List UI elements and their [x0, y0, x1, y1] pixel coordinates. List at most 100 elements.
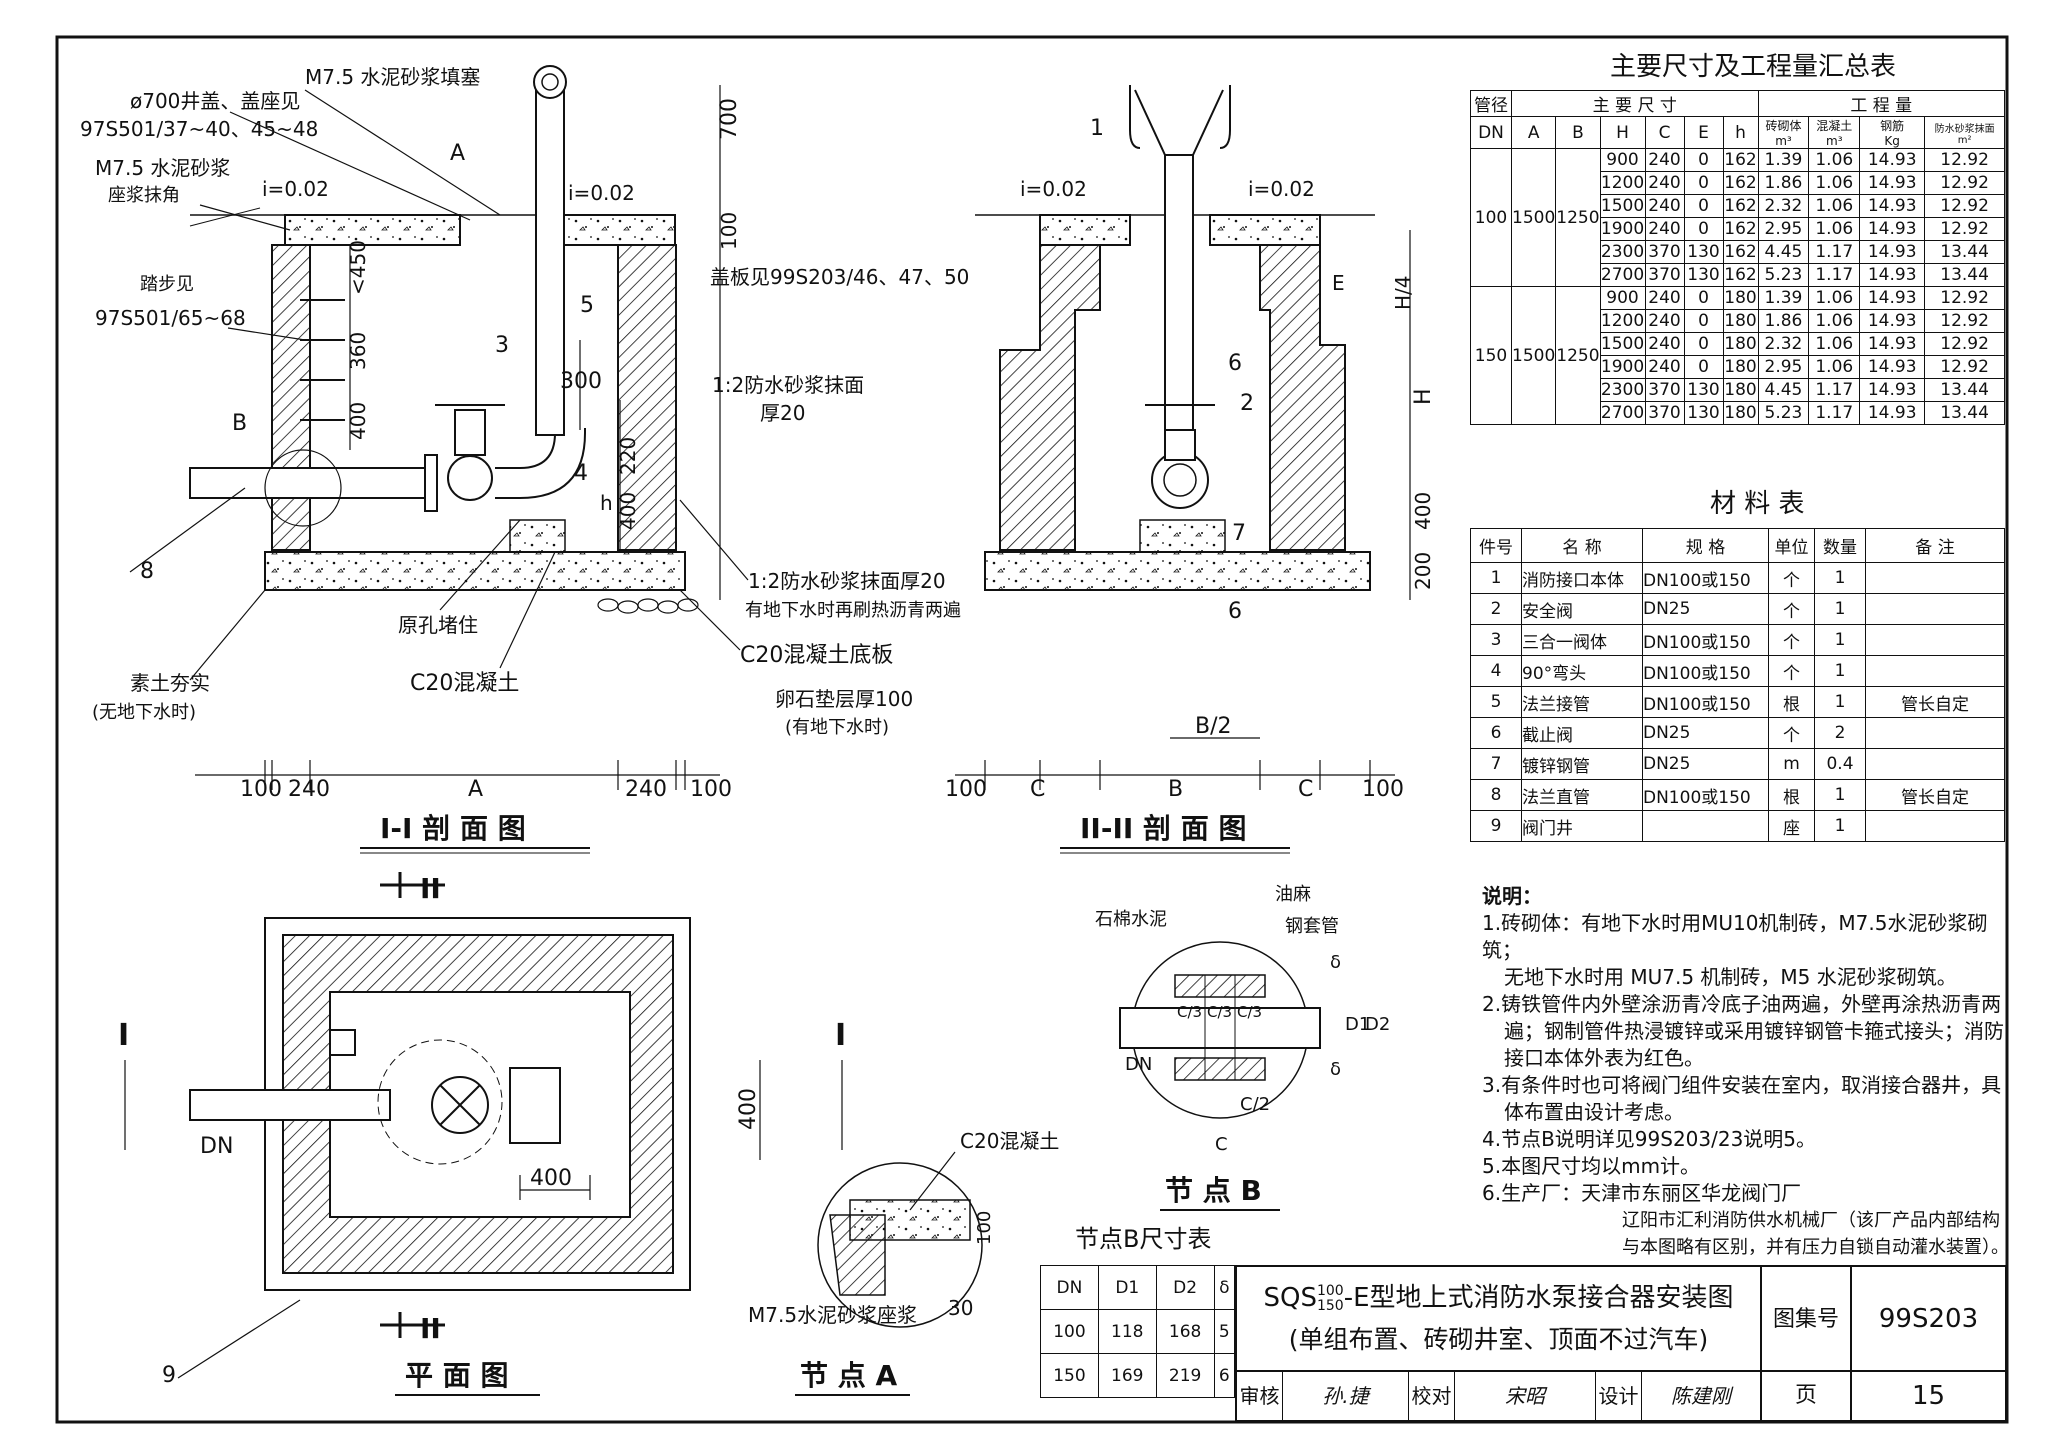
nbt-r1-delta: 5 [1213, 1309, 1236, 1354]
notes-title: 说明： [1482, 884, 1542, 908]
summary-cell-dn: 150 [1470, 286, 1512, 425]
note-5: 5.本图尺寸均以mm计。 [1482, 1154, 1701, 1178]
material-cell: 7 [1470, 748, 1522, 780]
s2-marker-7: 7 [1232, 521, 1246, 546]
review-signature: 孙.捷 [1283, 1372, 1409, 1420]
callout-cover-plate: 盖板见99S203/46、47、50 [710, 265, 969, 289]
summary-cell: 1200 [1599, 171, 1646, 195]
summary-cell: 1.17 [1808, 240, 1861, 264]
summary-cell: 1.39 [1757, 148, 1810, 172]
material-cell [1865, 655, 2005, 687]
callout-steps: 踏步见 [140, 274, 194, 295]
nbt-r2-d1: 169 [1097, 1353, 1157, 1398]
material-cell: 4 [1470, 655, 1522, 687]
dim-240-right: 240 [625, 777, 667, 802]
section-2-2-drawing: i=0.02 i=0.02 H/4 H 400 200 B/2 100 C B … [945, 85, 1436, 854]
plan-dim-400-v: 400 [736, 1088, 761, 1130]
summary-col-a: A [1510, 116, 1557, 149]
callout-thick-20: 厚20 [760, 401, 805, 425]
summary-cell: 2.32 [1757, 194, 1810, 218]
node-b-c3-3: C/3 [1237, 1003, 1262, 1021]
callout-slope-left: i=0.02 [262, 177, 329, 201]
material-cell [1865, 593, 2005, 625]
summary-cell: 180 [1722, 378, 1759, 402]
summary-cell: 1.86 [1757, 309, 1810, 333]
summary-cell: 0 [1683, 309, 1724, 333]
dim-h: H [1411, 388, 1436, 405]
s2-slope-left: i=0.02 [1020, 177, 1087, 201]
summary-cell: 1500 [1599, 332, 1646, 356]
material-cell: 三合一阀体 [1521, 624, 1643, 656]
summary-cell: 162 [1722, 263, 1759, 287]
summary-cell: 14.93 [1859, 332, 1926, 356]
material-cell: 1 [1470, 562, 1522, 594]
summary-col-dn: DN [1470, 116, 1512, 149]
summary-cell: 130 [1683, 263, 1724, 287]
section-1-1-drawing: 100 240 A 240 100 700 100 <450 360 400 3… [80, 65, 969, 905]
summary-cell: 0 [1683, 355, 1724, 379]
summary-cell: 240 [1644, 148, 1685, 172]
material-cell: 管长自定 [1865, 686, 2005, 718]
summary-cell: 162 [1722, 194, 1759, 218]
material-h-unit: 单位 [1768, 528, 1815, 563]
summary-cell: 1.06 [1808, 217, 1861, 241]
nbt-h-delta: δ [1213, 1265, 1236, 1310]
summary-cell: 1.17 [1808, 378, 1861, 402]
material-cell: 个 [1768, 562, 1815, 594]
node-b-delta-top: δ [1330, 952, 1341, 973]
node-a-c20: C20混凝土 [960, 1129, 1059, 1153]
node-a-mortar: M7.5水泥砂浆座浆 [748, 1303, 917, 1327]
dim-220: 220 [616, 437, 640, 475]
marker-b: B [232, 411, 247, 436]
node-b-drawing: 石棉水泥 油麻 钢套管 δ C/3 C/3 C/3 D1 D2 DN δ C/2… [1095, 884, 1390, 1211]
summary-h-dims: 主 要 尺 寸 [1511, 90, 1759, 117]
node-b-asbestos: 石棉水泥 [1095, 909, 1167, 930]
material-cell: 5 [1470, 686, 1522, 718]
material-cell: 个 [1768, 655, 1815, 687]
summary-cell: 1.39 [1757, 286, 1810, 310]
node-b-delta-bottom: δ [1330, 1059, 1341, 1080]
summary-cell: 14.93 [1859, 240, 1926, 264]
note-3b: 体布置由设计考虑。 [1504, 1100, 1684, 1124]
node-b-d1: D1 [1345, 1014, 1370, 1035]
summary-cell-b: 1250 [1555, 148, 1601, 287]
plan-marker-9: 9 [162, 1363, 176, 1388]
material-cell: 安全阀 [1521, 593, 1643, 625]
material-cell: 0.4 [1814, 748, 1866, 780]
summary-cell: 14.93 [1859, 217, 1926, 241]
callout-bitumen: 有地下水时再刷热沥青两遍 [745, 600, 961, 621]
summary-cell: 5.23 [1757, 401, 1810, 425]
material-cell: m [1768, 748, 1815, 780]
material-cell: 根 [1768, 686, 1815, 718]
summary-cell: 370 [1644, 401, 1685, 425]
summary-cell: 4.45 [1757, 240, 1810, 264]
summary-cell: 14.93 [1859, 171, 1926, 195]
material-cell: DN100或150 [1642, 779, 1769, 811]
callout-well-cover-ref: 97S501/37~40、45~48 [80, 117, 318, 141]
page-label: 页 [1762, 1372, 1852, 1420]
material-h-qty: 数量 [1814, 528, 1866, 563]
note-4: 4.节点B说明详见99S203/23说明5。 [1482, 1127, 1817, 1151]
node-a-title: 节 点 A [800, 1359, 897, 1392]
summary-cell: 13.44 [1924, 378, 2005, 402]
material-cell: 9 [1470, 810, 1522, 842]
dim-400-b: 400 [616, 492, 640, 530]
design-signature: 陈建刚 [1671, 1384, 1731, 1408]
summary-cell: 180 [1722, 401, 1759, 425]
summary-cell: 1.86 [1757, 171, 1810, 195]
cut-mark-ii-top: II [420, 872, 441, 905]
callout-bed-corner: 座浆抹角 [108, 185, 180, 206]
summary-cell: 0 [1683, 194, 1724, 218]
summary-cell: 12.92 [1924, 171, 2005, 195]
note-6b: 辽阳市汇利消防供水机械厂（该厂产品内部结构 [1622, 1210, 2000, 1231]
design-label: 设计 [1596, 1372, 1642, 1420]
